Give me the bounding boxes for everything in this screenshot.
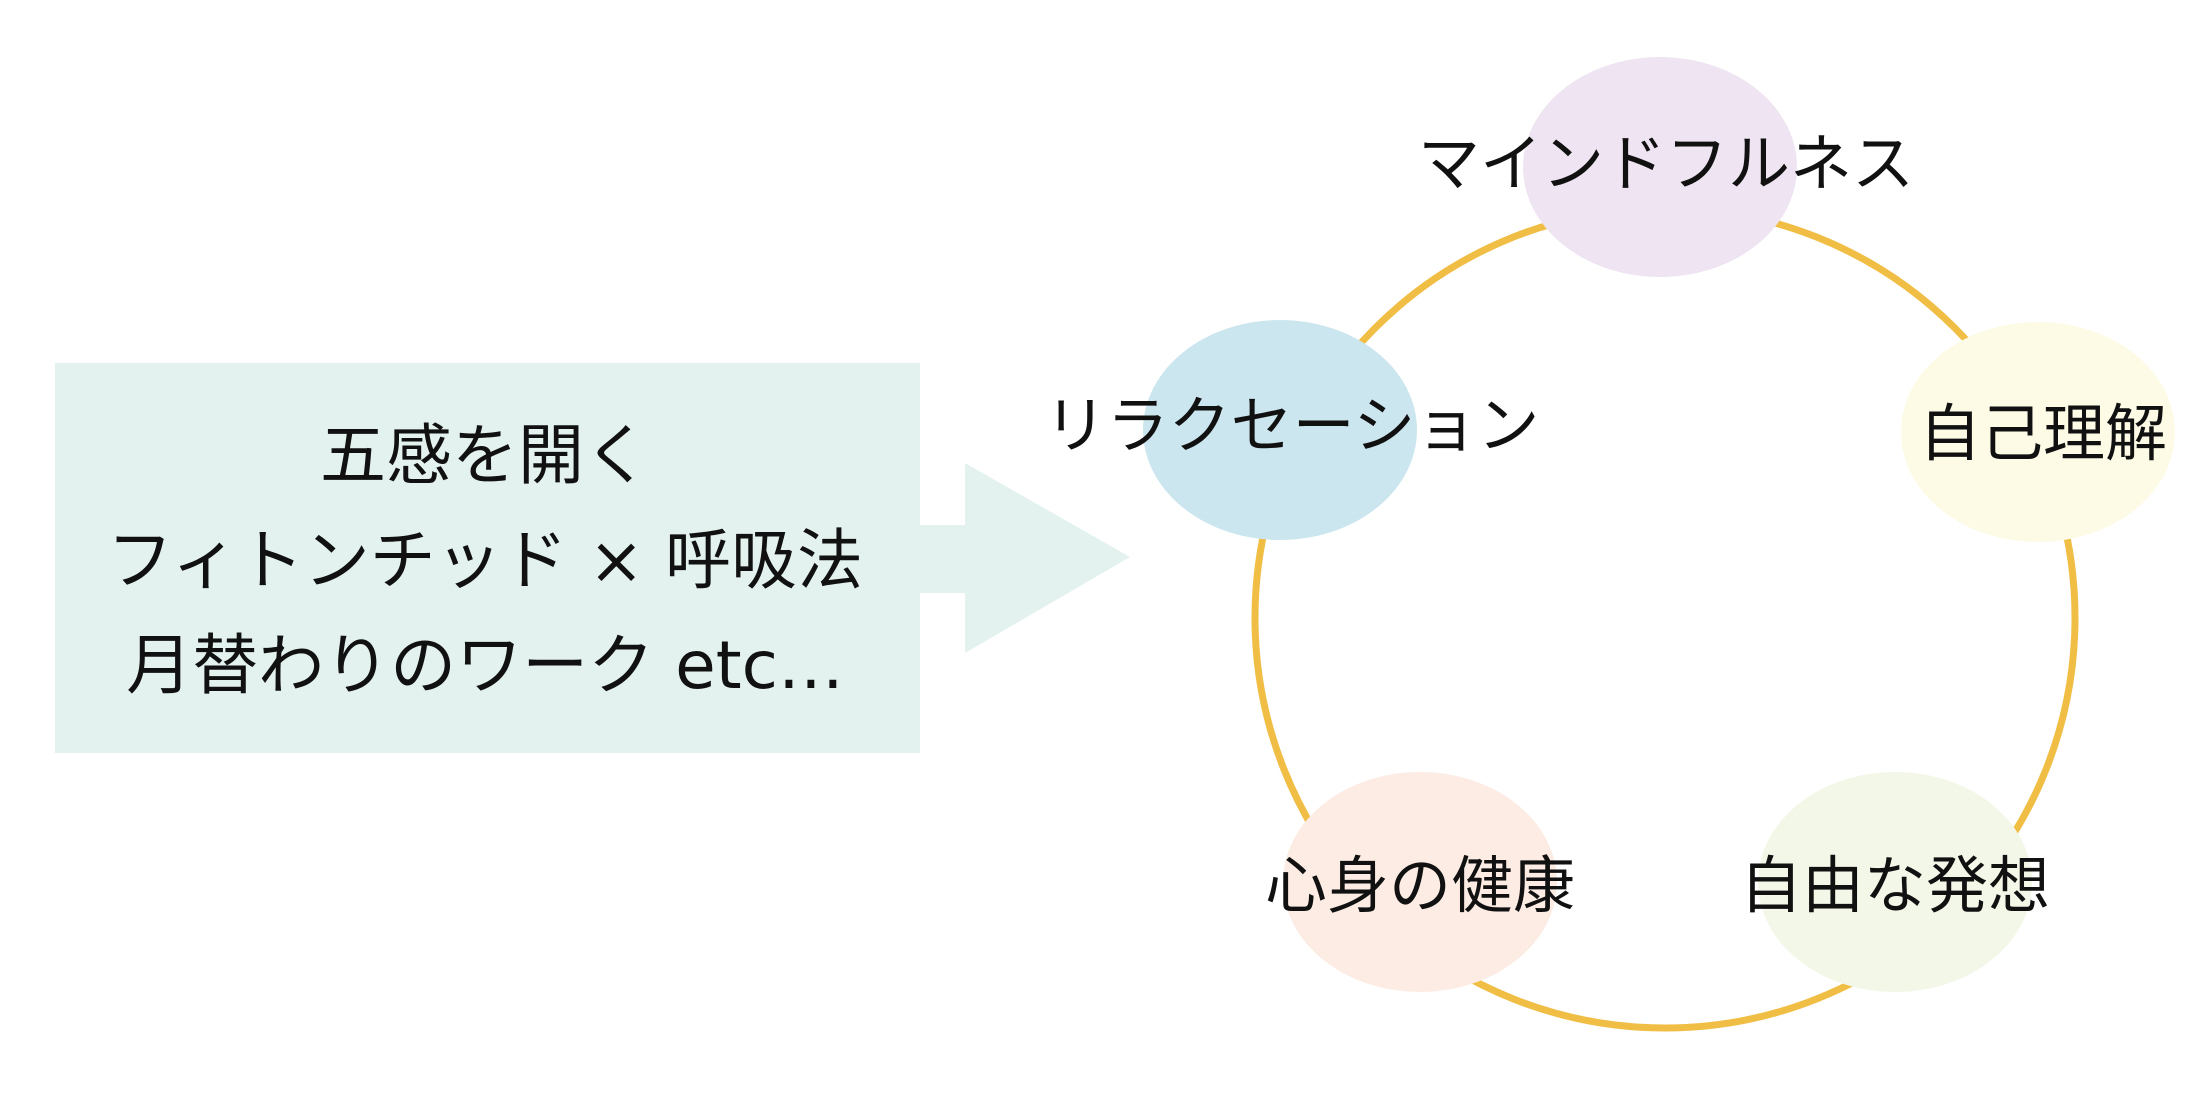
node-label-mindfulness: マインドフルネス — [1418, 127, 1914, 200]
cycle-node-free-thinking: 自由な発想 — [1740, 772, 2050, 992]
node-bubble — [1523, 57, 1797, 277]
node-label-relaxation: リラクセーション — [1045, 389, 1540, 462]
node-label-free-thinking: 自由な発想 — [1740, 849, 2050, 922]
flow-arrow — [920, 463, 1130, 653]
node-bubble — [1283, 772, 1557, 992]
input-box-line-2: フィトンチッド × 呼吸法 — [107, 522, 863, 599]
cycle-node-self-understanding: 自己理解 — [1901, 322, 2175, 542]
node-label-mind-body-health: 心身の健康 — [1265, 849, 1575, 922]
node-bubble — [1758, 772, 2032, 992]
node-label-self-understanding: 自己理解 — [1919, 397, 2167, 470]
cycle-node-relaxation: リラクセーション — [1045, 320, 1540, 540]
input-box — [55, 363, 920, 753]
input-box-line-1: 五感を開く — [320, 417, 650, 494]
cycle-node-mind-body-health: 心身の健康 — [1265, 772, 1575, 992]
cycle-node-mindfulness: マインドフルネス — [1418, 57, 1914, 277]
input-box-line-3: 月替わりのワーク etc… — [126, 627, 844, 704]
node-bubble — [1901, 322, 2175, 542]
node-bubble — [1143, 320, 1417, 540]
